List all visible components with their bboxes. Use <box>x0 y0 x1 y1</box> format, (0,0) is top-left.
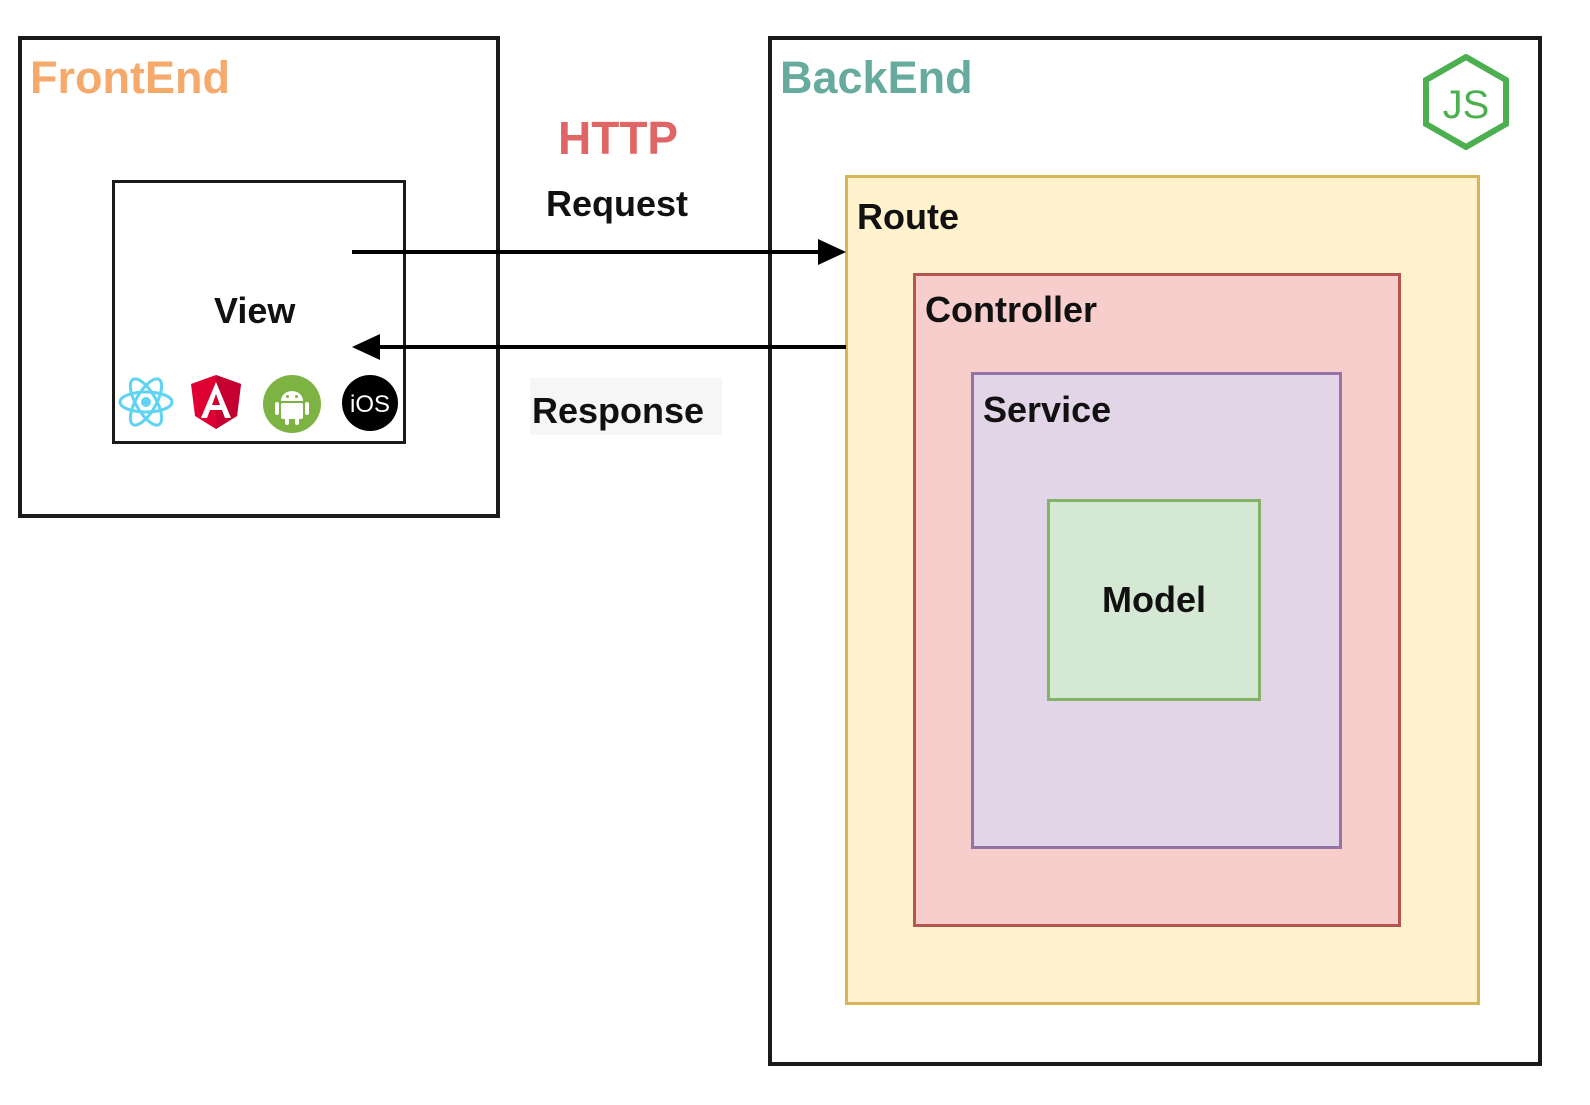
response-label-background <box>530 378 722 435</box>
view-label: View <box>214 290 296 331</box>
frontend-container <box>18 36 500 518</box>
route-label: Route <box>857 196 959 237</box>
nodejs-icon: JS <box>1423 54 1509 150</box>
angular-icon <box>191 375 241 429</box>
request-arrow <box>352 239 846 265</box>
android-icon <box>263 375 321 433</box>
controller-label: Controller <box>925 289 1098 330</box>
service-label: Service <box>983 389 1112 430</box>
ios-icon-label: iOS <box>350 391 390 418</box>
backend-title: BackEnd <box>780 52 973 103</box>
model-label: Model <box>1102 579 1206 620</box>
http-label: HTTP <box>558 112 679 164</box>
frontend-title: FrontEnd <box>30 52 230 103</box>
response-arrow <box>352 334 846 360</box>
react-icon <box>118 377 174 427</box>
ios-icon: iOS <box>342 375 398 431</box>
backend-container <box>768 36 1542 1066</box>
nodejs-icon-label: JS <box>1443 83 1490 127</box>
model-box <box>1047 499 1261 701</box>
response-label: Response <box>532 390 705 431</box>
request-label: Request <box>546 183 689 224</box>
